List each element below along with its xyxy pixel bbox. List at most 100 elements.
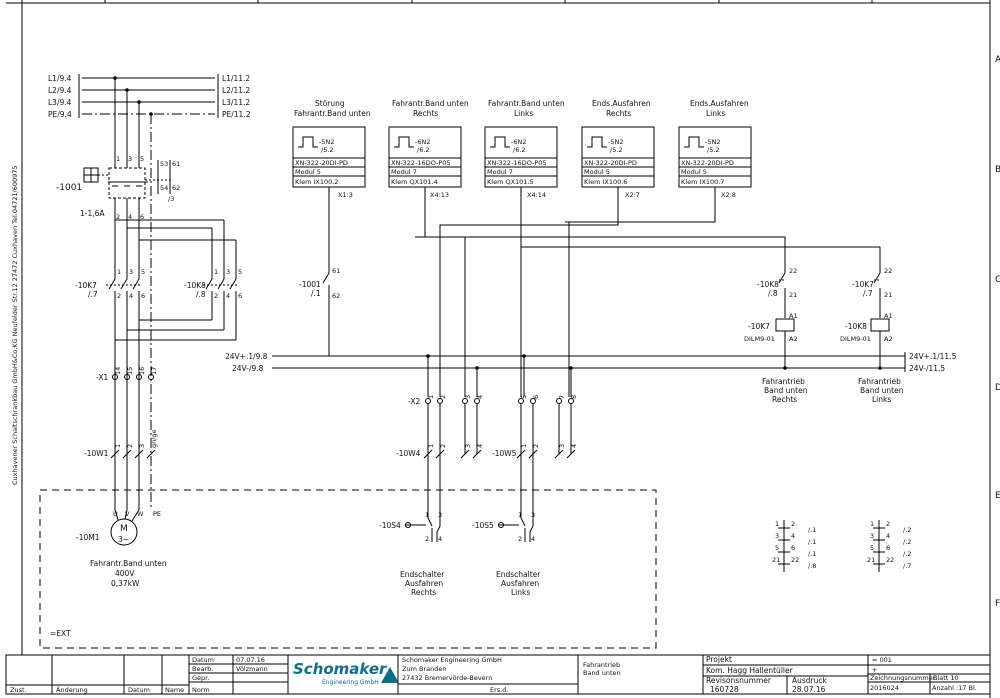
- contactor-10k7-ref: -10K7: [75, 281, 97, 290]
- s4-name-3: Rechts: [411, 588, 436, 597]
- interlock-contact-10k7[interactable]: -10K7 /.7 22 21: [852, 267, 892, 318]
- x2-1: 1: [427, 395, 435, 399]
- coil-10k8[interactable]: A1 A2 -10K8 DILM9-01 Fahrantrieb Band un…: [840, 312, 904, 404]
- breaker-rating: 1-1,6A: [80, 209, 105, 218]
- s4-t3: 3: [438, 511, 442, 519]
- s4-ref: -10S4: [379, 521, 401, 530]
- w1-core-2: 2: [126, 444, 134, 448]
- company-logo-main: Schomaker: [293, 660, 388, 678]
- terminal-strip-x1[interactable]: -X1 14 15 16 17: [96, 367, 158, 382]
- xr1-r2-a: 3: [775, 532, 779, 540]
- plc-module-2[interactable]: Fahrantr.Band unten Rechts -6N2 /6.2 XN-…: [388, 99, 469, 199]
- ic1-22: 22: [789, 267, 797, 275]
- motor-protection-breaker[interactable]: -1001 1-1,6A 1 3 5 2 4 6 53 61 54 62 /3: [56, 150, 180, 221]
- aux-contact-sub: /.1: [311, 289, 321, 298]
- coil-10k7[interactable]: A1 A2 -10K7 DILM9-01 Fahrantrieb Band un…: [744, 312, 808, 404]
- tb-row-bearb: Bearb.: [192, 665, 213, 673]
- module-5-header-b: Links: [706, 109, 725, 118]
- plc-module-5[interactable]: Ends.Ausfahren Links -5N2 /5.2 XN-322-20…: [678, 99, 752, 199]
- contactor-10k7-main[interactable]: -10K7 /.7 1 3 5 2 4 6: [75, 265, 145, 305]
- w5-core-2: 2: [532, 444, 540, 448]
- plc-module-1[interactable]: Störung Fahrantr.Band unten -5N2 /5.2 XN…: [292, 99, 371, 199]
- coil2-name-2: Band unten: [860, 386, 904, 395]
- k8-t1: 1: [214, 268, 218, 276]
- coil2-type: DILM9-01: [840, 335, 871, 343]
- tb-desc-1: Fahrantrieb: [583, 661, 620, 669]
- tb-col-zust: Zust.: [10, 686, 27, 694]
- breaker-term-3: 3: [128, 155, 132, 163]
- s5-ref: -10S5: [472, 521, 494, 530]
- bus-ref-l2-left: L2/9.4: [48, 86, 72, 95]
- w5-ref: -10W5: [492, 449, 517, 458]
- w4-core-4: 4: [476, 444, 484, 448]
- breaker-aux-62: 62: [172, 184, 180, 192]
- coil2-name-3: Links: [872, 395, 891, 404]
- module-3-modul: Modul 7: [487, 168, 513, 176]
- breaker-term-1: 1: [116, 155, 120, 163]
- coil2-a1: A1: [884, 312, 893, 320]
- x2-4: 4: [476, 395, 484, 399]
- contactor-10k8-main[interactable]: -10K8 /.8 1 3 5 2 4 6: [184, 265, 242, 305]
- s5-name-2: Ausfahren: [501, 579, 539, 588]
- breaker-ref: -1001: [56, 183, 82, 193]
- xr2-r3-a: 5: [870, 544, 874, 552]
- terminal-strip-x2[interactable]: -X2 1 2 3 4 5 6 7 8: [408, 395, 578, 510]
- s5-t2: 2: [518, 535, 522, 543]
- w5-core-3: 3: [558, 444, 566, 448]
- company-city: 27432 Bremervörde-Bevern: [402, 674, 492, 682]
- tb-zeichnung-label: Zeichnungsnummer: [870, 674, 936, 682]
- coil2-a2: A2: [884, 335, 893, 343]
- w1-core-1: 1: [114, 444, 122, 448]
- module-3-ref: -6N2: [511, 138, 526, 146]
- limit-switch-10s4[interactable]: -10S4 1 3 2 4 Endschalter Ausfahren Rech…: [379, 510, 445, 597]
- s4-t2: 2: [425, 535, 429, 543]
- module-4-klem: Klem IX100.6: [584, 178, 627, 186]
- motor-phase: 3~: [118, 535, 129, 544]
- xr1-r3-b: 6: [791, 544, 795, 552]
- tb-row-gepr: Gepr.: [192, 674, 209, 682]
- ext-label: =EXT: [50, 629, 71, 638]
- k7-t6: 6: [141, 292, 145, 300]
- module-2-header-b: Rechts: [413, 109, 438, 118]
- coil1-name-3: Rechts: [772, 395, 797, 404]
- breaker-term-2: 2: [116, 213, 120, 221]
- coil1-type: DILM9-01: [744, 335, 775, 343]
- x2-3: 3: [464, 395, 472, 399]
- module-3-header-b: Links: [514, 109, 533, 118]
- tb-row-datum: Datum: [192, 656, 214, 664]
- k8-t4: 4: [226, 292, 230, 300]
- control-wiring: -1001 /.1 61 62 24V+.1/9.8 24V-/9.8 24V+…: [225, 187, 957, 397]
- motor-voltage: 400V: [115, 569, 135, 578]
- left-margin-company: Cuxhavener Schaltschrankbau GmbH&Co.KG N…: [11, 165, 19, 485]
- module-5-part: XN-322-20DI-PD: [681, 159, 734, 167]
- breaker-term-5: 5: [140, 155, 144, 163]
- xr2-r2-a: 3: [870, 532, 874, 540]
- motor-term-v: V: [125, 510, 130, 518]
- w1-core-pe: gn/ge: [150, 429, 158, 448]
- coil1-a1: A1: [789, 312, 798, 320]
- motor-name: Fahrantr.Band unten: [90, 559, 167, 568]
- tb-ausdruck-value: 28.07.16: [792, 685, 826, 694]
- xr1-r1-b: 2: [791, 520, 795, 528]
- bus-ref-l1-left: L1/9.4: [48, 74, 72, 83]
- interlock-contact-10k8[interactable]: -10K8 /.8 22 21: [757, 267, 797, 318]
- module-2-modul: Modul 7: [391, 168, 417, 176]
- plc-module-4[interactable]: Ends.Ausfahren Rechts -5N2 /5.2 XN-322-2…: [581, 99, 655, 199]
- cable-10w1: -10W1 1 2 3 gn/ge: [84, 429, 158, 459]
- limit-switch-10s5[interactable]: -10S5 1 3 2 4 Endschalter Ausfahren Link…: [472, 510, 541, 597]
- module-4-sub: /5.2: [610, 146, 623, 154]
- k8-t5: 5: [238, 268, 242, 276]
- module-5-sub: /5.2: [707, 146, 720, 154]
- xref-list-10k8: 1 2 /.2 3 4 /.2 5 6 /.2 21 22 /.7: [867, 520, 911, 572]
- k7-t5: 5: [141, 268, 145, 276]
- module-5-klem: Klem IX100.7: [681, 178, 724, 186]
- coil1-a2: A2: [789, 335, 798, 343]
- plc-module-3[interactable]: Fahrantr.Band unten Links -6N2 /6.2 XN-3…: [484, 99, 565, 199]
- x1-14: 14: [114, 367, 122, 375]
- tb-col-aenderung: Änderung: [56, 685, 88, 694]
- tb-col-norm: Norm: [192, 686, 210, 694]
- module-4-xref: X2:7: [625, 191, 640, 199]
- motor-10m1[interactable]: M 3~ U V W PE -10M1 Fahrantr.Band unten …: [76, 509, 167, 588]
- x2-ref: -X2: [408, 397, 420, 406]
